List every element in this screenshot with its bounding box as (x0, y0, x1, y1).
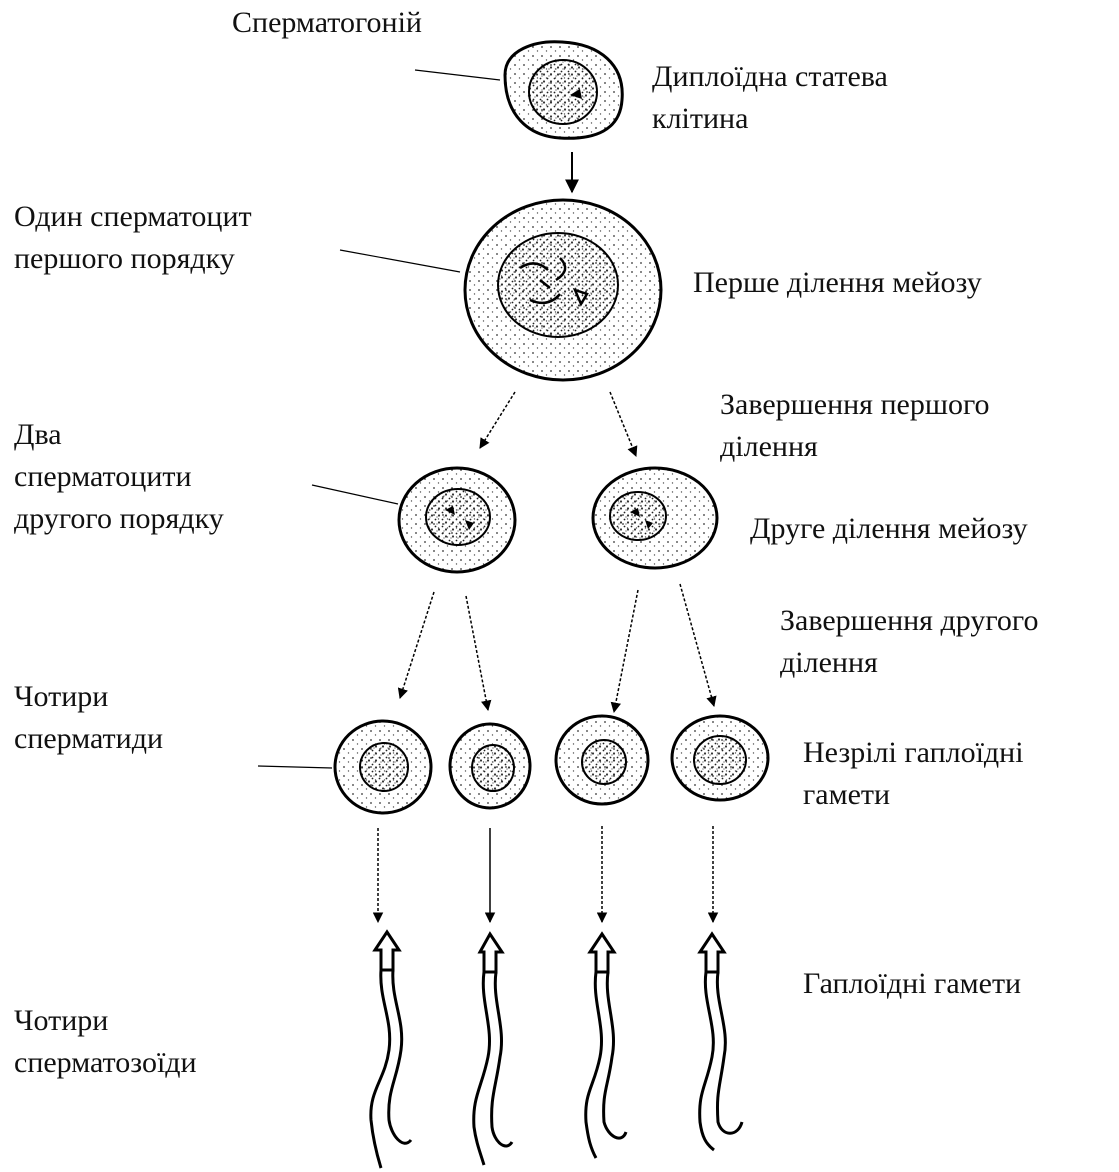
secondary-spermatocyte-cell (593, 468, 717, 568)
label-text: гамети (803, 774, 1024, 816)
arrow (466, 596, 488, 710)
label-spermatozoa: Чотири сперматозоїди (14, 1000, 197, 1084)
label-text: ділення (720, 426, 990, 468)
label-end-first-division: Завершення першого ділення (720, 384, 990, 468)
pointer-line (340, 250, 460, 272)
spermatogonium-cell (505, 42, 622, 138)
label-text: сперматоцити (14, 456, 224, 498)
label-haploid-gametes: Гаплоїдні гамети (803, 963, 1021, 1005)
label-text: першого порядку (14, 238, 252, 280)
label-meiosis-2: Друге ділення мейозу (750, 508, 1028, 550)
secondary-spermatocyte-cell (399, 468, 515, 572)
label-primary-spermatocyte: Один сперматоцит першого порядку (14, 196, 252, 280)
label-text: Чотири (14, 1000, 197, 1042)
label-text: сперматиди (14, 718, 163, 760)
spermatozoon (371, 932, 411, 1168)
label-text: сперматозоїди (14, 1042, 197, 1084)
spermatid-cell (556, 716, 648, 804)
pointer-line (415, 70, 500, 80)
label-text: Гаплоїдні гамети (803, 963, 1021, 1005)
label-text: Сперматогоній (232, 2, 422, 44)
label-secondary-spermatocytes: Два сперматоцити другого порядку (14, 414, 224, 540)
arrow (680, 584, 714, 706)
label-text: Перше ділення мейозу (693, 262, 982, 304)
spermatozoon (586, 934, 626, 1158)
label-immature-gametes: Незрілі гаплоїдні гамети (803, 732, 1024, 816)
arrow (480, 392, 515, 448)
label-diploid-cell: Диплоїдна статева клітина (652, 56, 888, 140)
label-text: ділення (780, 642, 1038, 684)
label-text: Друге ділення мейозу (750, 508, 1028, 550)
spermatozoon (700, 934, 742, 1150)
label-text: клітина (652, 98, 888, 140)
label-spermatogonium: Сперматогоній (232, 2, 422, 44)
label-spermatids: Чотири сперматиди (14, 676, 163, 760)
pointer-line (312, 485, 398, 504)
label-text: Два (14, 414, 224, 456)
spermatid-cell (672, 716, 768, 800)
label-text: Чотири (14, 676, 163, 718)
label-text: Незрілі гаплоїдні (803, 732, 1024, 774)
arrow (610, 392, 636, 456)
label-text: Один сперматоцит (14, 196, 252, 238)
label-text: другого порядку (14, 498, 224, 540)
label-text: Завершення першого (720, 384, 990, 426)
arrow (614, 590, 638, 712)
primary-spermatocyte-cell (465, 200, 661, 380)
pointer-line (258, 766, 332, 768)
spermatid-cell (450, 724, 530, 808)
arrow (400, 592, 434, 698)
label-text: Диплоїдна статева (652, 56, 888, 98)
label-end-second-division: Завершення другого ділення (780, 600, 1038, 684)
spermatozoon (474, 934, 512, 1165)
spermatid-cell (335, 721, 431, 813)
label-meiosis-1: Перше ділення мейозу (693, 262, 982, 304)
label-text: Завершення другого (780, 600, 1038, 642)
